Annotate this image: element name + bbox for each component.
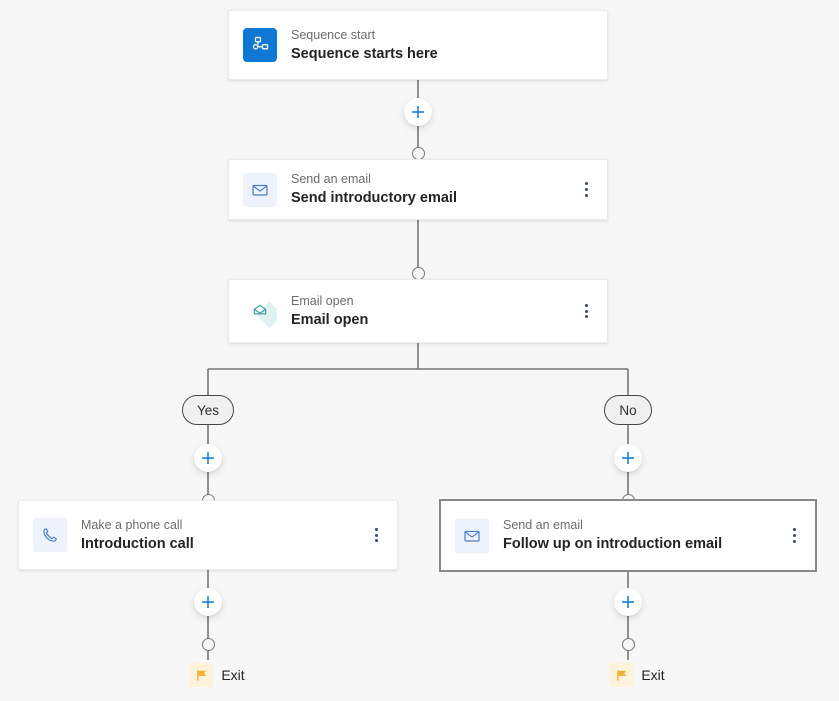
envelope-icon bbox=[243, 172, 277, 207]
node-subtitle: Send an email bbox=[291, 172, 371, 186]
node-follow-up-email-text: Send an email Follow up on introduction … bbox=[503, 517, 781, 554]
flag-icon bbox=[189, 663, 214, 687]
node-title: Send introductory email bbox=[291, 190, 457, 206]
add-step-button-yes-2[interactable] bbox=[194, 588, 222, 616]
node-introduction-call[interactable]: Make a phone call Introduction call bbox=[18, 500, 398, 570]
node-overflow-menu-button[interactable] bbox=[781, 521, 807, 551]
exit-marker-no: Exit bbox=[609, 663, 665, 687]
node-title: Sequence starts here bbox=[291, 45, 438, 62]
flag-icon bbox=[609, 663, 634, 687]
node-subtitle: Sequence start bbox=[291, 27, 376, 42]
node-email-open[interactable]: Email open Email open bbox=[228, 279, 608, 343]
exit-label: Exit bbox=[221, 667, 245, 683]
connector-dot-yes-2 bbox=[201, 637, 215, 651]
node-subtitle: Make a phone call bbox=[81, 517, 183, 532]
node-phone-call-text: Make a phone call Introduction call bbox=[81, 517, 363, 554]
node-send-email-text: Send an email Send introductory email bbox=[291, 171, 573, 208]
node-sequence-start[interactable]: Sequence start Sequence starts here bbox=[228, 10, 608, 80]
add-step-button-no[interactable] bbox=[614, 444, 642, 472]
exit-label: Exit bbox=[641, 667, 665, 683]
branch-pill-yes[interactable]: Yes bbox=[181, 395, 235, 425]
envelope-open-icon bbox=[243, 294, 277, 328]
exit-marker-yes: Exit bbox=[189, 663, 245, 687]
node-subtitle: Send an email bbox=[503, 518, 583, 532]
node-email-open-text: Email open Email open bbox=[291, 293, 573, 330]
envelope-icon bbox=[455, 518, 489, 553]
node-overflow-menu-button[interactable] bbox=[573, 296, 599, 326]
phone-icon bbox=[33, 518, 67, 552]
add-step-button-no-2[interactable] bbox=[614, 588, 642, 616]
node-title: Introduction call bbox=[81, 535, 194, 552]
connector-dot-2 bbox=[411, 266, 425, 280]
branch-pill-no[interactable]: No bbox=[604, 395, 652, 425]
add-step-button-yes[interactable] bbox=[194, 444, 222, 472]
node-send-introductory-email[interactable]: Send an email Send introductory email bbox=[228, 159, 608, 220]
node-title: Email open bbox=[291, 311, 369, 328]
node-title: Follow up on introduction email bbox=[503, 536, 723, 552]
add-step-button-1[interactable] bbox=[404, 98, 432, 126]
node-subtitle: Email open bbox=[291, 293, 354, 308]
node-follow-up-email[interactable]: Send an email Follow up on introduction … bbox=[439, 499, 817, 572]
sequence-start-icon bbox=[243, 28, 277, 62]
node-sequence-start-text: Sequence start Sequence starts here bbox=[291, 27, 607, 64]
node-overflow-menu-button[interactable] bbox=[363, 520, 389, 550]
node-overflow-menu-button[interactable] bbox=[573, 175, 599, 205]
connector-dot-no-2 bbox=[621, 637, 635, 651]
connector-dot-1 bbox=[411, 146, 425, 160]
